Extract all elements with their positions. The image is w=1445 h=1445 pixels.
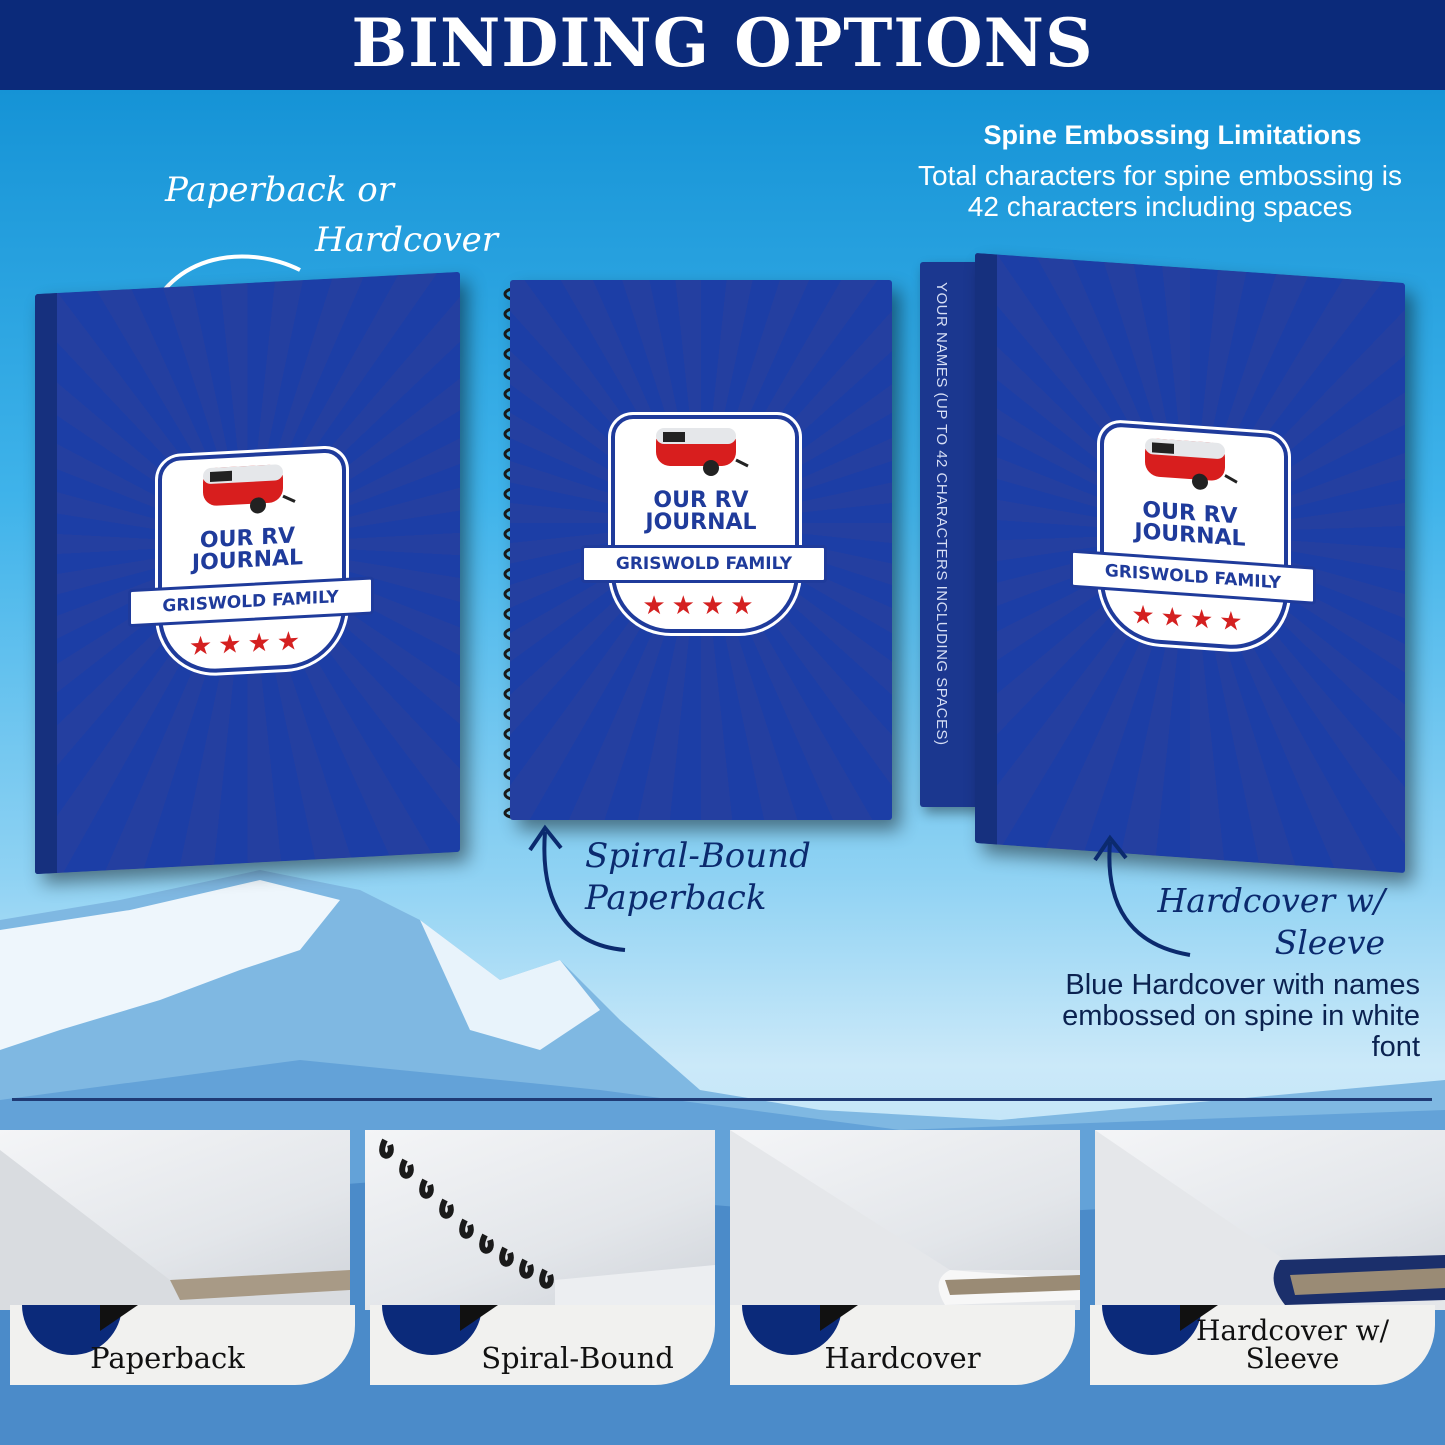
label-text-line: Sleeve [1245,1342,1340,1375]
spine-embossing-text: YOUR NAMES (UP TO 42 CHARACTERS INCLUDIN… [933,282,950,746]
photo-paperback [0,1130,350,1310]
cover-title-line: JOURNAL [645,510,757,535]
camper-icon [656,428,749,476]
book-spine [35,292,57,875]
label-paperback: Paperback [10,1305,355,1385]
spiral-edge-illustration [379,1138,715,1310]
hardcover-edge-illustration [730,1130,1080,1310]
mountain-illustration [0,870,1445,1445]
paperback-edge-illustration [0,1150,350,1310]
label-text-line: Hardcover w/ [1195,1314,1390,1347]
star-icon: ★★★★ [642,590,760,620]
cover-badge: OUR RV JOURNAL GRISWOLD FAMILY ★★★★ [1070,401,1316,675]
photo-hardcover-sleeve [1095,1130,1445,1310]
annotation-spiral-bound: Spiral-Bound Paperback [585,835,811,919]
up-arrow-icon [1093,834,1191,957]
cover-ribbon: GRISWOLD FAMILY [581,545,827,583]
photo-spiral-bound [365,1130,715,1310]
book-hardcover-sleeve: OUR RV JOURNAL GRISWOLD FAMILY ★★★★ [975,252,1405,874]
cover-title-line: OUR RV [653,488,749,513]
label-spiral-bound: Spiral-Bound [370,1305,715,1385]
annotation-line: Sleeve [1274,923,1385,962]
page-title: BINDING OPTIONS [351,4,1094,82]
label-hardcover: Hardcover [730,1305,1075,1385]
header-banner: BINDING OPTIONS [0,0,1445,90]
annotation-hardcover-sleeve: Hardcover w/ Sleeve [1150,880,1385,964]
label-text: Hardcover w/ Sleeve [1170,1317,1415,1373]
spine-limitations-title: Spine Embossing Limitations [983,120,1362,150]
label-corner-icon [460,1305,498,1331]
cover-badge: OUR RV JOURNAL GRISWOLD FAMILY ★★★★ [581,395,827,655]
annotation-paperback-or-hardcover: Paperback or Hardcover [165,165,498,265]
label-text: Spiral-Bound [481,1341,674,1375]
label-corner-icon [1180,1305,1218,1331]
spine-limitations-body: Total characters for spine embossing is … [918,160,1402,222]
annotation-line: Paperback [585,878,767,918]
label-corner-icon [820,1305,858,1331]
sleeve-description: Blue Hardcover with names embossed on sp… [1062,969,1420,1063]
cover-badge: OUR RV JOURNAL GRISWOLD FAMILY ★★★★ [127,428,374,698]
cover-title: OUR RV JOURNAL [601,490,801,534]
photo-hardcover [730,1130,1080,1310]
annotation-line: Paperback or [165,170,394,210]
label-corner-icon [100,1305,138,1331]
annotation-line: Hardcover w/ [1157,881,1385,920]
camper-icon [1145,438,1238,490]
up-arrow-icon [528,824,626,952]
camper-icon [202,464,296,514]
book-spiral-bound: OUR RV JOURNAL GRISWOLD FAMILY ★★★★ [510,280,892,820]
annotation-line: Spiral-Bound [585,836,811,876]
annotation-line: Hardcover [315,220,499,260]
hardcover-sleeve-edge-illustration [1095,1130,1445,1310]
divider [12,1098,1432,1101]
label-text: Hardcover [824,1341,981,1375]
label-text: Paperback [90,1341,245,1375]
label-hardcover-sleeve: Hardcover w/ Sleeve [1090,1305,1435,1385]
book-paperback-hardcover: OUR RV JOURNAL GRISWOLD FAMILY ★★★★ [35,271,460,875]
book-spine [975,252,997,845]
